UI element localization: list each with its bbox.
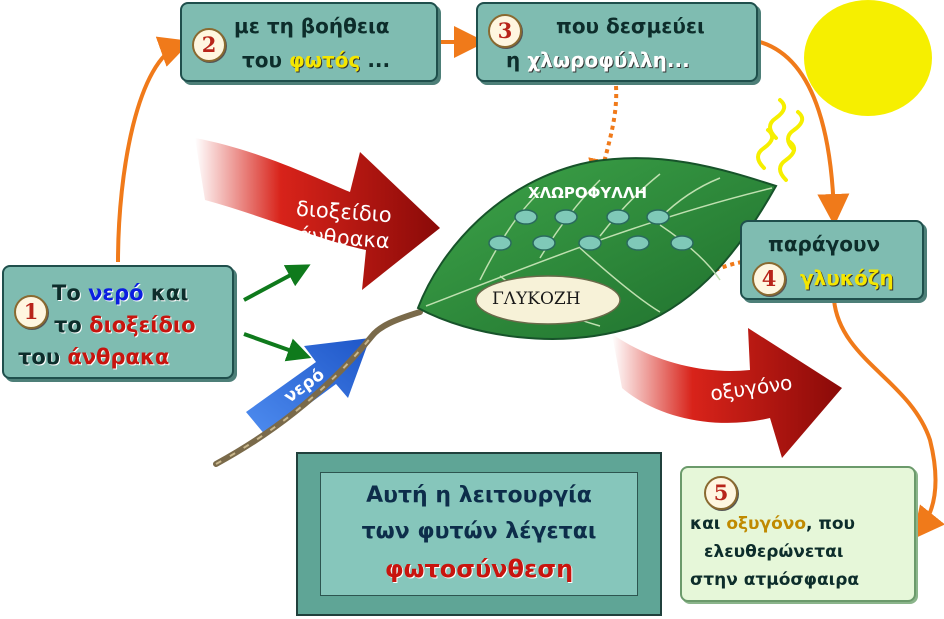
step-5-box: 5 και οξυγόνο, που ελευθερώνεται στην ατ…	[680, 466, 916, 602]
step-3-line-1: που δεσμεύει	[556, 14, 705, 38]
green-arrow-upper	[243, 264, 311, 302]
step-4-badge: 4	[752, 262, 786, 296]
water-arrow	[246, 338, 370, 436]
step-2-line-1: με τη βοήθεια	[234, 14, 390, 38]
leaf-glucose-label: ΓΛΥΚΟΖΗ	[492, 289, 581, 309]
step-2-badge: 2	[192, 28, 226, 62]
step-4-box: 4 παράγουν γλυκόζη	[740, 220, 924, 300]
step-5-line-2: ελευθερώνεται	[704, 542, 844, 562]
step-1-line-2: το διοξείδιο	[54, 313, 196, 337]
flow-arrow-1-to-2	[116, 36, 192, 263]
conclusion-box: Αυτή η λειτουργία των φυτών λέγεται φωτο…	[296, 452, 662, 616]
sun-rays	[756, 98, 805, 182]
step-1-line-3: του άνθρακα	[18, 345, 170, 369]
twig-highlight	[215, 335, 373, 465]
sun-shape	[804, 0, 932, 116]
conclusion-inner: Αυτή η λειτουργία των φυτών λέγεται φωτο…	[320, 472, 638, 596]
step-1-badge: 1	[14, 295, 48, 329]
dotted-arrow-chlorophyll	[588, 85, 620, 192]
green-arrow-lower	[243, 332, 312, 362]
glucose-oval	[475, 275, 621, 325]
step-5-line-3: στην ατμόσφαιρα	[690, 570, 860, 590]
co2-arrow	[195, 138, 440, 290]
conclusion-line-1: Αυτή η λειτουργία	[366, 483, 592, 508]
oxygen-arrow	[612, 328, 842, 458]
step-5-line-1: και οξυγόνο, που	[690, 514, 856, 534]
step-5-badge: 5	[704, 476, 738, 510]
leaf-chlorophyll-label: ΧΛΩΡΟΦΥΛΛΗ	[528, 184, 648, 202]
step-3-badge: 3	[488, 14, 522, 48]
step-3-line-2: η χλωροφύλλη...	[506, 48, 690, 72]
step-1-box: 1 Το νερό και το διοξείδιο του άνθρακα	[2, 265, 234, 379]
step-1-line-1: Το νερό και	[52, 281, 189, 305]
step-2-box: 2 με τη βοήθεια του φωτός ...	[180, 2, 438, 82]
chloroplast-dots	[488, 209, 694, 251]
step-4-line-2: γλυκόζη	[800, 266, 894, 290]
step-2-line-2: του φωτός ...	[242, 48, 391, 72]
flow-arrow-3-to-4	[759, 40, 850, 226]
conclusion-line-3: φωτοσύνθεση	[384, 555, 574, 583]
conclusion-line-2: των φυτών λέγεται	[361, 519, 597, 544]
step-4-line-1: παράγουν	[768, 232, 881, 256]
flow-arrow-4-to-5	[832, 299, 944, 540]
step-3-box: 3 που δεσμεύει η χλωροφύλλη...	[476, 2, 758, 82]
